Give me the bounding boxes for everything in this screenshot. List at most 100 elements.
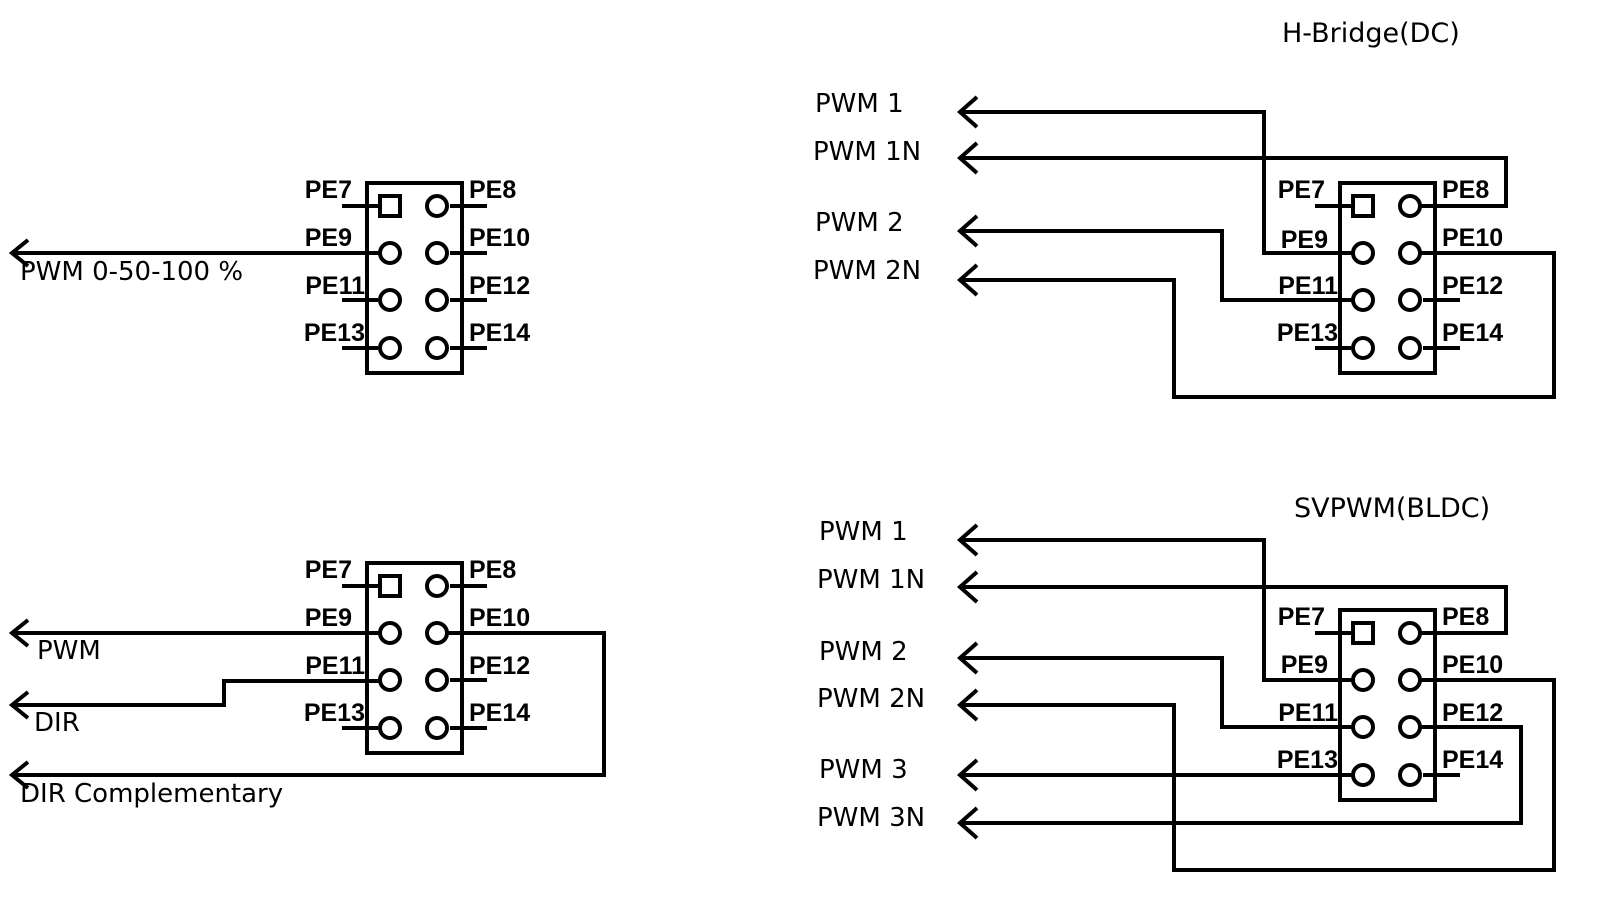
pin-circle-icon xyxy=(1351,336,1375,360)
pin-circle-icon xyxy=(378,241,402,265)
signal-wire: PWM 2 xyxy=(819,637,1353,729)
signal-label: PWM 3 xyxy=(819,755,908,785)
pin-circle-icon xyxy=(378,288,402,312)
pin-label: PE10 xyxy=(1442,651,1503,679)
pin-label: PE11 xyxy=(305,272,365,300)
wire-dir-complementary xyxy=(12,631,606,777)
signal-label: PWM 2N xyxy=(813,256,921,286)
pin-circle-icon xyxy=(1398,715,1422,739)
pin-label: PE13 xyxy=(1277,746,1338,774)
pin-circle-icon xyxy=(1351,715,1375,739)
signal-wire: DIR Complementary xyxy=(8,631,606,809)
wire-dir xyxy=(12,679,380,707)
pin-label: PE12 xyxy=(469,272,530,300)
wire-pwm1 xyxy=(960,538,1353,682)
wire-pwm2n xyxy=(960,678,1556,872)
signal-label: PWM 2 xyxy=(815,208,904,238)
arrow-left-icon xyxy=(956,263,979,297)
connector: PE7 PE9 PE11 PE13 PE8 PE10 PE12 PE14 xyxy=(304,176,530,375)
pin-label: PE13 xyxy=(304,319,365,347)
pin-circle-icon xyxy=(1398,194,1422,218)
pin-label: PE10 xyxy=(469,604,530,632)
signal-wire: PWM 2N xyxy=(817,678,1556,872)
pin-label: PE9 xyxy=(1281,226,1328,254)
signal-label: DIR xyxy=(34,708,80,738)
wire-pwm2n xyxy=(960,251,1556,399)
arrow-left-icon xyxy=(8,690,30,720)
connector-body xyxy=(365,561,464,755)
panel-pwm-single: PE7 PE9 PE11 PE13 PE8 PE10 PE12 PE14 PWM… xyxy=(8,176,530,375)
pin-label: PE13 xyxy=(304,699,365,727)
signal-wire: PWM 3 xyxy=(819,755,1353,792)
signal-wire: PWM 1 xyxy=(815,89,1353,255)
pin-label: PE8 xyxy=(469,176,516,204)
signal-wire: PWM 0-50-100 % xyxy=(8,238,380,287)
pin-label: PE8 xyxy=(1442,603,1489,631)
arrow-left-icon xyxy=(956,95,979,129)
panel-title: H-Bridge(DC) xyxy=(1282,18,1460,49)
signal-label: PWM 3N xyxy=(817,803,925,833)
signal-label: PWM 2 xyxy=(819,637,908,667)
signal-wire: PWM 1N xyxy=(817,565,1508,635)
pin-circle-icon xyxy=(378,621,402,645)
signal-label: PWM 1N xyxy=(813,137,921,167)
pin-label: PE7 xyxy=(305,176,352,204)
signal-label: PWM 1 xyxy=(819,517,908,547)
wire-pwm3n xyxy=(960,725,1523,825)
pin-label: PE11 xyxy=(1278,699,1338,727)
pin-circle-icon xyxy=(378,716,402,740)
pin-circle-icon xyxy=(1398,621,1422,645)
signal-wire: PWM 3N xyxy=(817,725,1523,840)
pin-circle-icon xyxy=(1351,763,1375,787)
pin-circle-icon xyxy=(1398,241,1422,265)
pin-label: PE14 xyxy=(1442,746,1503,774)
connector-body xyxy=(1338,181,1437,375)
pin-circle-icon xyxy=(425,574,449,598)
wire-pwm2 xyxy=(960,229,1353,302)
pin-label: PE12 xyxy=(469,652,530,680)
pin-label: PE9 xyxy=(305,604,352,632)
pin-circle-icon xyxy=(425,716,449,740)
pin-circle-icon xyxy=(425,194,449,218)
wire-pwm1 xyxy=(960,110,1353,255)
pin-label: PE13 xyxy=(1277,319,1338,347)
pin-circle-icon xyxy=(1398,763,1422,787)
pin-label: PE8 xyxy=(469,556,516,584)
pin-label: PE9 xyxy=(1281,651,1328,679)
arrow-left-icon xyxy=(8,238,30,268)
signal-wire: PWM 1 xyxy=(819,517,1353,682)
pin-circle-icon xyxy=(425,621,449,645)
pin-label: PE14 xyxy=(469,699,530,727)
pin-circle-icon xyxy=(425,241,449,265)
pin-circle-icon xyxy=(425,336,449,360)
arrow-left-icon xyxy=(956,523,979,557)
pin-circle-icon xyxy=(1351,288,1375,312)
connector: PE7 PE9 PE11 PE13 PE8 PE10 PE12 PE14 xyxy=(1277,176,1503,375)
pin-circle-icon xyxy=(1398,336,1422,360)
pin-label: PE8 xyxy=(1442,176,1489,204)
wire-pwm2 xyxy=(960,656,1353,729)
pin-square-icon xyxy=(378,194,402,218)
pin-label: PE7 xyxy=(1278,603,1325,631)
pin-label: PE11 xyxy=(305,652,365,680)
pin-circle-icon xyxy=(1398,668,1422,692)
arrow-left-icon xyxy=(8,618,30,648)
arrow-left-icon xyxy=(956,641,979,675)
signal-label: PWM 2N xyxy=(817,684,925,714)
pin-square-icon xyxy=(378,574,402,598)
signal-wire: DIR xyxy=(8,679,380,738)
signal-wire: PWM 2 xyxy=(815,208,1353,302)
signal-label: PWM 0-50-100 % xyxy=(20,257,243,287)
arrow-left-icon xyxy=(956,688,979,722)
pin-circle-icon xyxy=(378,336,402,360)
signal-label: PWM 1 xyxy=(815,89,904,119)
panel-svpwm: SVPWM(BLDC) PE7 PE9 PE11 PE13 PE8 PE10 P… xyxy=(817,493,1556,872)
connector: PE7 PE9 PE11 PE13 PE8 PE10 PE12 PE14 xyxy=(304,556,530,755)
pin-label: PE14 xyxy=(469,319,530,347)
pin-label: PE10 xyxy=(1442,224,1503,252)
pin-label: PE7 xyxy=(305,556,352,584)
wire-pwm1n xyxy=(960,585,1508,635)
connector-body xyxy=(365,181,464,375)
arrow-left-icon xyxy=(956,806,979,840)
